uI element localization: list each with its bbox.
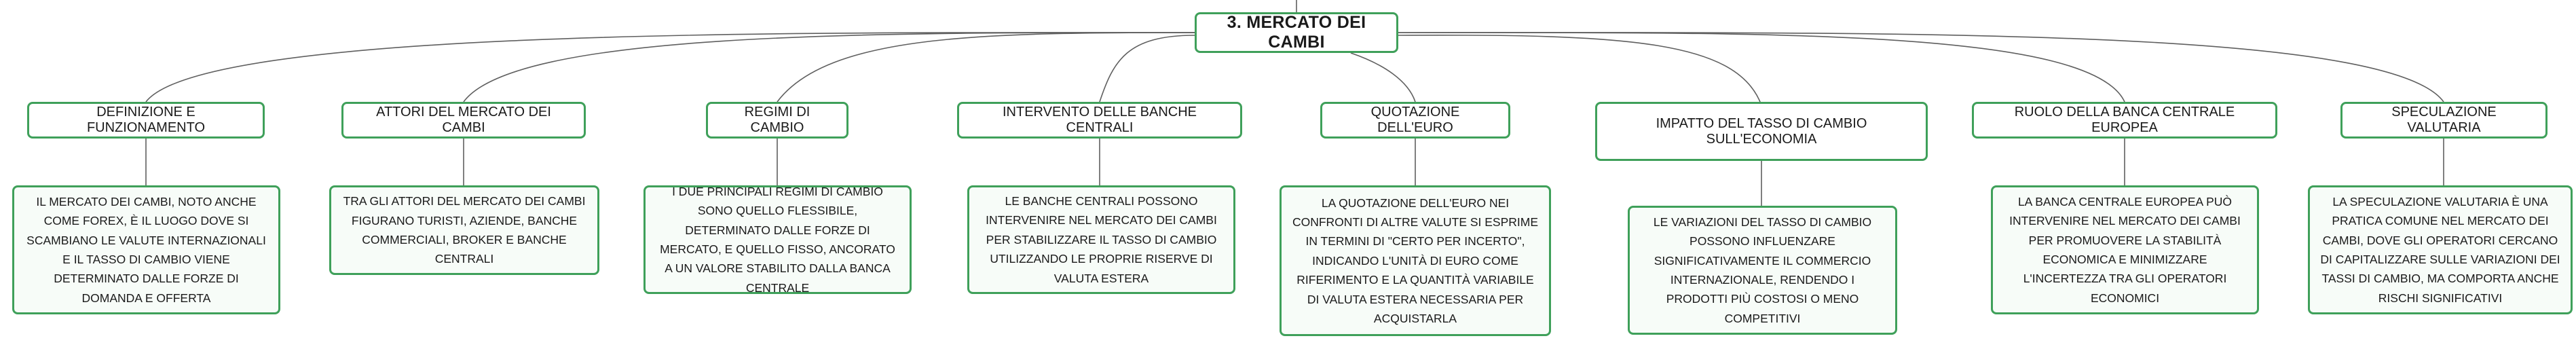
topic-impatto-del-tasso-di-cambio[interactable]: IMPATTO DEL TASSO DI CAMBIO SULL'ECONOMI… bbox=[1595, 102, 1928, 161]
detail-speculazione-valutaria[interactable]: LA SPECULAZIONE VALUTARIA È UNA PRATICA … bbox=[2308, 185, 2573, 314]
detail-attori-del-mercato-dei-cambi[interactable]: TRA GLI ATTORI DEL MERCATO DEI CAMBI FIG… bbox=[329, 185, 599, 275]
central-topic[interactable]: 3. MERCATO DEI CAMBI bbox=[1195, 12, 1398, 53]
topic-ruolo-della-banca-centrale-europea[interactable]: RUOLO DELLA BANCA CENTRALE EUROPEA bbox=[1972, 102, 2277, 139]
connector-root-to-speculazione bbox=[1398, 32, 2444, 103]
topic-regimi-di-cambio[interactable]: REGIMI DI CAMBIO bbox=[706, 102, 848, 139]
connector-root-to-quotazione bbox=[1350, 52, 1416, 103]
detail-intervento-delle-banche-centrali[interactable]: LE BANCHE CENTRALI POSSONO INTERVENIRE N… bbox=[967, 185, 1235, 294]
topic-speculazione-valutaria[interactable]: SPECULAZIONE VALUTARIA bbox=[2340, 102, 2547, 139]
detail-ruolo-della-banca-centrale-europea[interactable]: LA BANCA CENTRALE EUROPEA PUÒ INTERVENIR… bbox=[1991, 185, 2259, 314]
connector-root-to-regimi bbox=[777, 32, 1195, 103]
topic-intervento-delle-banche-centrali[interactable]: INTERVENTO DELLE BANCHE CENTRALI bbox=[957, 102, 1242, 139]
connector-root-to-definizione bbox=[145, 32, 1195, 103]
detail-impatto-del-tasso-di-cambio[interactable]: LE VARIAZIONI DEL TASSO DI CAMBIO POSSON… bbox=[1628, 206, 1897, 335]
topic-quotazione-delleuro[interactable]: QUOTAZIONE DELL'EURO bbox=[1320, 102, 1510, 139]
connector-root-to-ruolo bbox=[1398, 32, 2125, 103]
connector-root-to-impatto bbox=[1398, 34, 1762, 106]
detail-definizione-e-funzionamento[interactable]: IL MERCATO DEI CAMBI, NOTO ANCHE COME FO… bbox=[12, 185, 280, 314]
connector-root-to-intervento bbox=[1099, 35, 1195, 103]
detail-quotazione-delleuro[interactable]: LA QUOTAZIONE DELL'EURO NEI CONFRONTI DI… bbox=[1280, 185, 1551, 336]
connector-root-to-attori bbox=[463, 32, 1195, 103]
detail-regimi-di-cambio[interactable]: I DUE PRINCIPALI REGIMI DI CAMBIO SONO Q… bbox=[643, 185, 912, 295]
topic-attori-del-mercato-dei-cambi[interactable]: ATTORI DEL MERCATO DEI CAMBI bbox=[341, 102, 586, 139]
topic-definizione-e-funzionamento[interactable]: DEFINIZIONE E FUNZIONAMENTO bbox=[27, 102, 265, 139]
